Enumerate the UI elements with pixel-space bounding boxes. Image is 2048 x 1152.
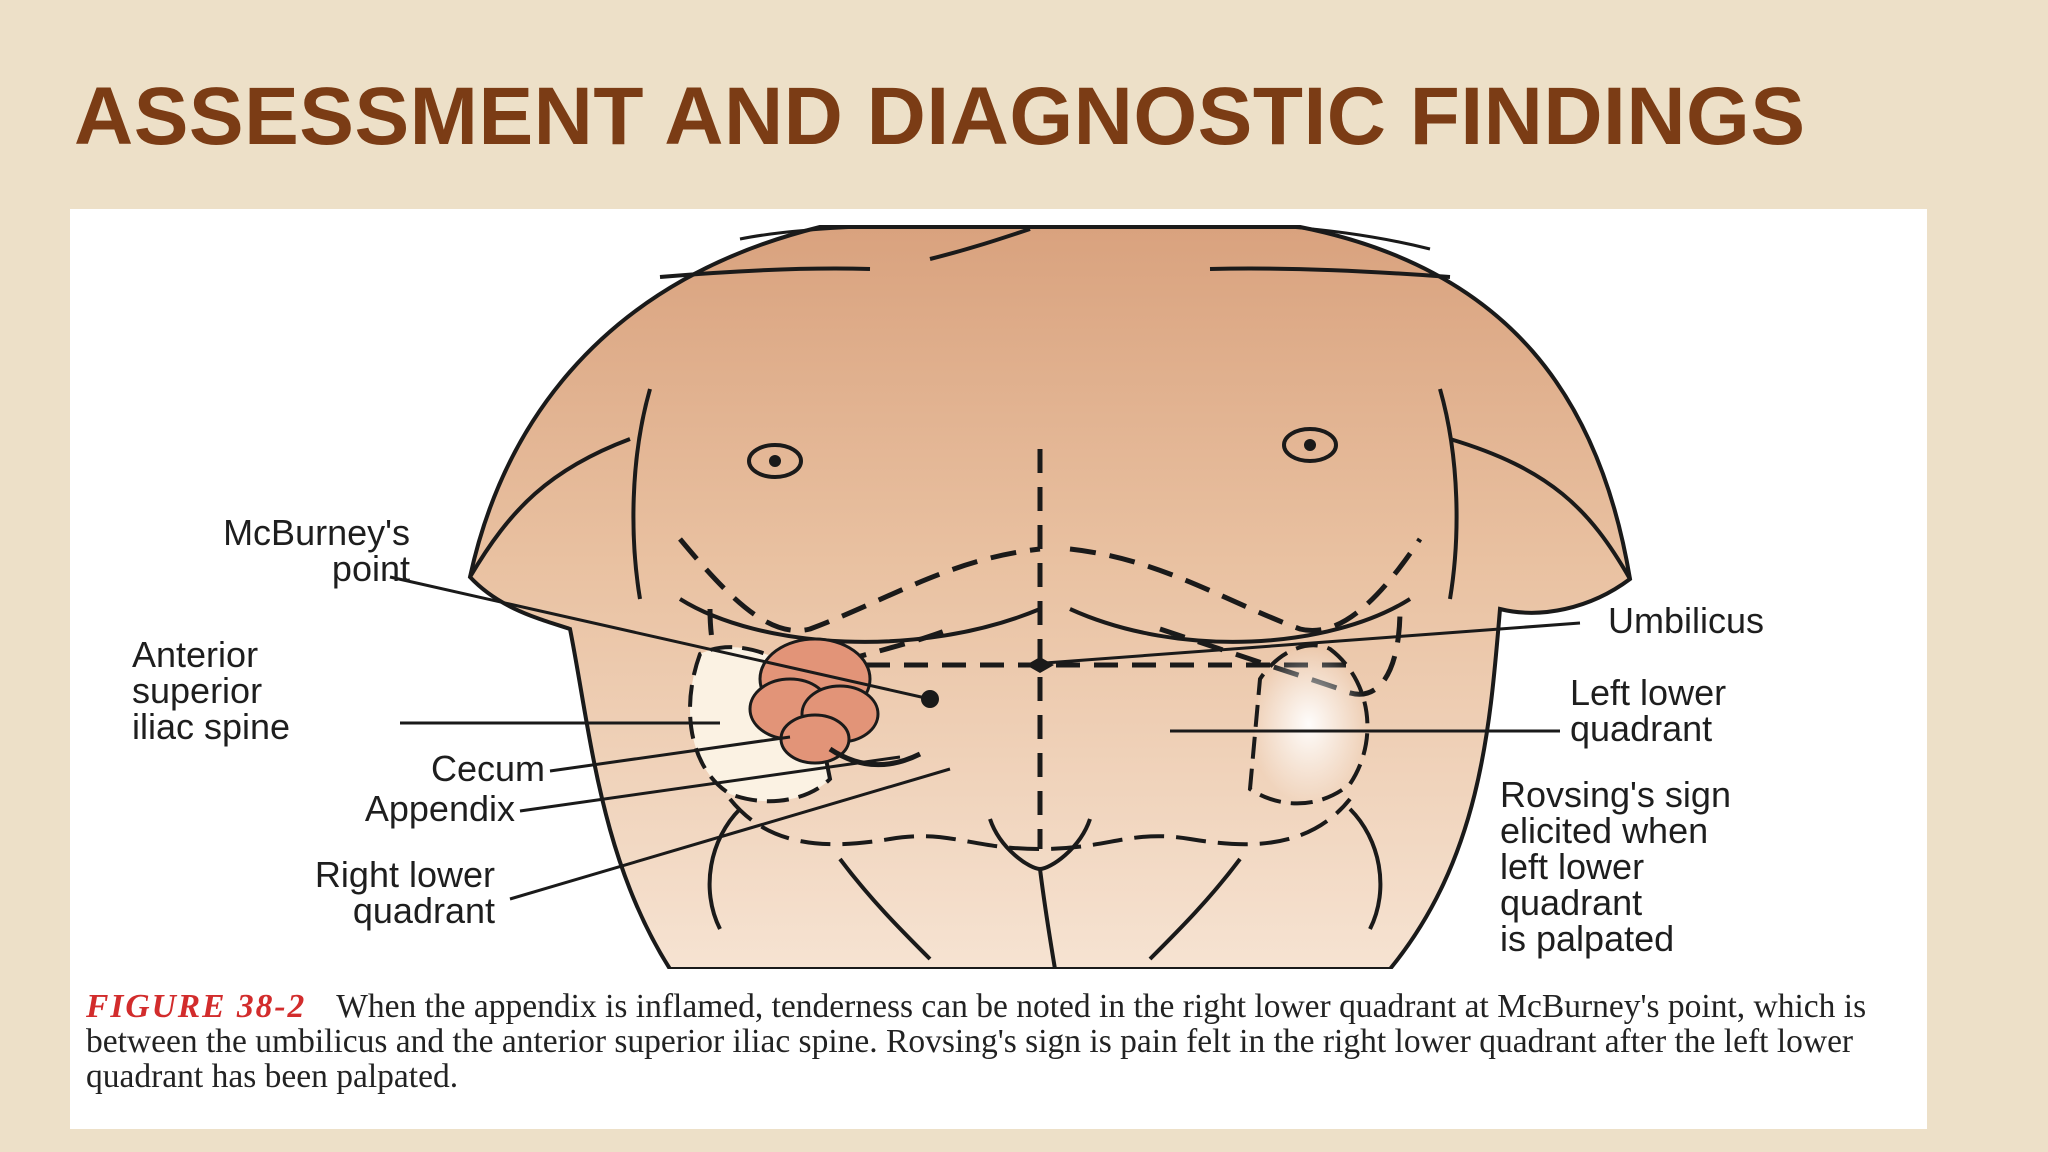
leader-cecum (549, 735, 791, 773)
left-iliac-crest (1247, 643, 1370, 806)
thigh-line (1038, 868, 1057, 969)
label-anterior-superior-iliac-spine: Anterior superior iliac spine (132, 634, 291, 747)
leader-appendix (519, 755, 901, 813)
groin-left (1148, 857, 1242, 961)
neck-line-2 (739, 225, 861, 241)
label-right-lower-quadrant: Right lower quadrant (314, 854, 495, 931)
cecum-shape (748, 637, 880, 765)
right-nipple-icon (747, 443, 803, 479)
collarbone-right (659, 266, 871, 279)
label-left-lower-quadrant: Left lower quadrant (1570, 672, 1727, 749)
leader-rlq (509, 767, 951, 901)
left-nipple-icon (1282, 427, 1338, 463)
lower-rib-left (1159, 608, 1403, 697)
label-appendix: Appendix (364, 788, 515, 829)
groin-right (838, 857, 932, 961)
label-mcburneys-point: McBurney's point (223, 512, 410, 589)
figure-caption-text: When the appendix is inflamed, tendernes… (86, 988, 1867, 1095)
neck-line (929, 227, 1031, 261)
appendix-shape (828, 746, 922, 768)
right-femur-head (707, 807, 742, 930)
leader-umbilicus (1044, 621, 1581, 665)
leader-mcburney (389, 575, 931, 701)
label-umbilicus: Umbilicus (1608, 600, 1765, 641)
left-shoulder-line (1449, 437, 1632, 580)
right-shoulder-line (468, 437, 631, 579)
right-pectoral-line (678, 597, 1041, 644)
left-femur-head (1348, 807, 1383, 930)
collarbone-left (1209, 266, 1451, 279)
label-rovsings-sign: Rovsing's sign elicited when left lower … (1500, 774, 1731, 959)
label-cecum: Cecum (430, 748, 545, 789)
rib-arc-right (678, 537, 1041, 633)
torso-illustration (389, 225, 1633, 969)
left-arm-line (1438, 388, 1459, 600)
slide-title: ASSESSMENT AND DIAGNOSTIC FINDINGS (74, 71, 1806, 162)
left-pectoral-line (1069, 597, 1412, 644)
rib-arc-left (1069, 537, 1423, 633)
figure-panel: McBurney's point Anterior superior iliac… (70, 209, 1927, 1129)
umbilicus-marker (1026, 657, 1054, 673)
right-arm-line (631, 388, 652, 600)
neck-line-3 (1289, 225, 1431, 251)
torso-silhouette (467, 225, 1633, 969)
figure-number: FIGURE 38-2 (86, 988, 307, 1025)
